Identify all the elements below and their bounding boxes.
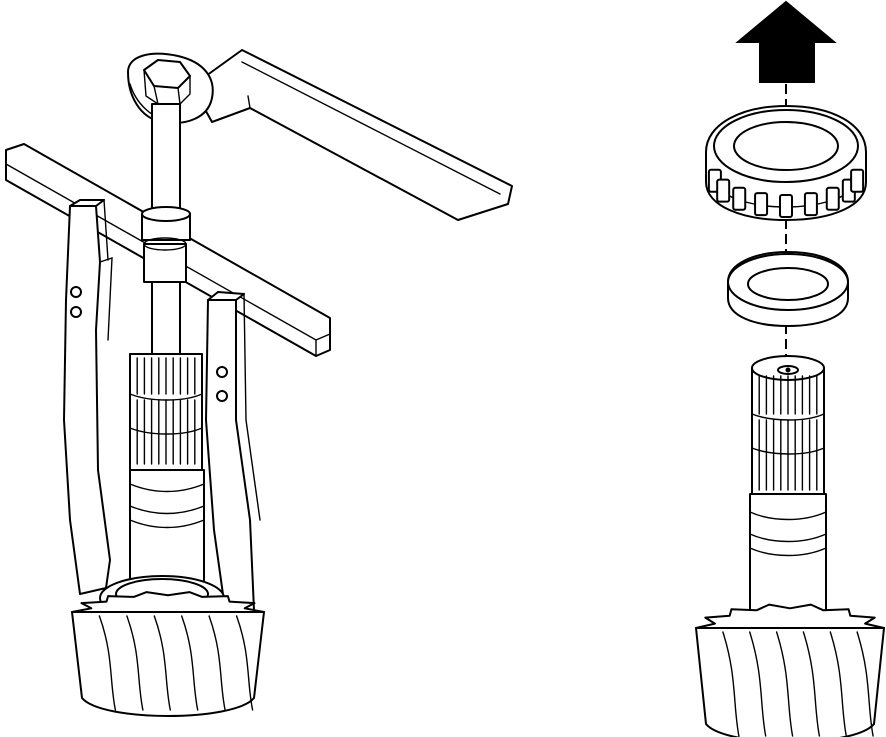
pinion-gear-right: [695, 603, 885, 737]
bearing-roller: [803, 192, 818, 217]
gear-helix-line: [208, 615, 226, 711]
hex-nut: [143, 59, 191, 105]
gear-helix-line: [775, 631, 794, 737]
bearing-roller: [716, 178, 731, 203]
gear-helix-line: [235, 615, 254, 711]
gear-tooth-crown: [71, 591, 265, 613]
gear-helix-line: [181, 615, 199, 711]
bearing-roller: [850, 168, 865, 193]
bearing-roller: [779, 194, 793, 218]
gear-helix-line: [126, 615, 144, 711]
bearing-shim: [727, 251, 849, 327]
bearing-roller: [754, 192, 769, 217]
puller-assembly-view: [5, 49, 513, 717]
tapered-roller-bearing: [705, 105, 867, 221]
pinion-shaft-right: [749, 355, 827, 627]
removal-direction-arrow: [735, 0, 837, 83]
bearing-roller: [825, 186, 840, 211]
gear-helix-line: [153, 615, 171, 711]
pinion-gear-left: [71, 591, 265, 717]
pinion-shaft-left: [129, 353, 205, 595]
exploded-parts-view: [695, 0, 885, 737]
gear-helix-line: [749, 631, 767, 737]
puller-jaw-right: [205, 291, 261, 617]
gear-helix-line: [722, 631, 740, 737]
puller-jaw-left: [63, 198, 113, 595]
gear-helix-line: [802, 631, 821, 737]
gear-helix-line: [98, 615, 117, 711]
gear-helix-line: [829, 631, 847, 737]
screw-collar: [141, 206, 191, 283]
gear-helix-line: [856, 631, 874, 737]
bearing-roller: [732, 186, 747, 211]
gear-tooth-crown: [695, 603, 885, 629]
